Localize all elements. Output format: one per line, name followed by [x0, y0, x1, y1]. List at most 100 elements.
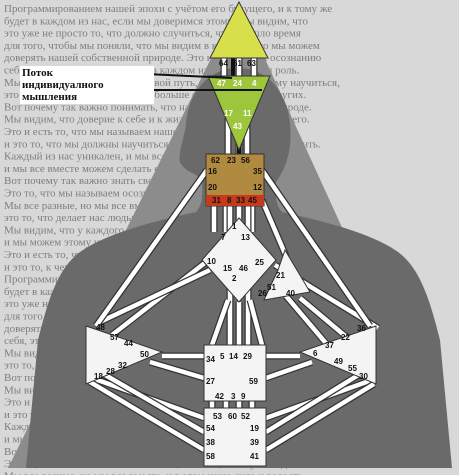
gate-label: 13 — [241, 233, 250, 242]
gate-label: 63 — [247, 59, 256, 68]
gate-label: 21 — [276, 271, 285, 280]
gate-label: 42 — [215, 392, 224, 401]
gate-label: 10 — [207, 257, 216, 266]
spleen-center — [85, 325, 164, 385]
gate-label: 22 — [341, 333, 350, 342]
heart-center — [263, 248, 311, 301]
gate-label: 14 — [229, 352, 238, 361]
gate-label: 38 — [206, 438, 215, 447]
gate-label: 5 — [220, 352, 225, 361]
channel — [98, 370, 206, 434]
gate-label: 34 — [206, 355, 215, 364]
channel — [110, 260, 208, 337]
gate-label: 47 — [217, 79, 226, 88]
channel — [264, 382, 376, 452]
gate-label: 64 — [219, 59, 228, 68]
gate-label: 24 — [233, 79, 242, 88]
gate-label: 31 — [212, 196, 221, 205]
gate-label: 19 — [250, 424, 259, 433]
g-center — [201, 217, 277, 303]
channel — [209, 299, 231, 346]
gate-label: 52 — [241, 412, 250, 421]
gate-label: 61 — [233, 59, 242, 68]
gate-label: 30 — [359, 372, 368, 381]
gate-label: 51 — [267, 283, 276, 292]
gate-label: 46 — [239, 264, 248, 273]
gate-label: 3 — [231, 392, 236, 401]
gate-label: 50 — [140, 350, 149, 359]
gate-label: 39 — [250, 438, 259, 447]
background-text-line: Программированием нашей эпохи с учётом е… — [4, 3, 332, 15]
gate-label: 57 — [110, 333, 119, 342]
callout-label: Поток индивидуалного мышления — [20, 66, 154, 104]
gate-label: 32 — [118, 361, 127, 370]
gate-label: 36 — [357, 324, 366, 333]
channel — [284, 294, 332, 350]
channel — [149, 359, 205, 381]
root-center — [203, 407, 267, 467]
gate-label: 35 — [253, 167, 262, 176]
background-text-line: Мы все разные, но мы все вместе, и в это… — [4, 470, 306, 475]
gate-label: 49 — [334, 357, 343, 366]
gate-label: 41 — [250, 452, 259, 461]
solar-plexus-center — [298, 325, 377, 385]
callout-pointer-line — [145, 73, 233, 79]
gate-label: 18 — [94, 372, 103, 381]
callout-line: Поток — [22, 67, 54, 79]
channel — [88, 380, 206, 452]
gate-label: 25 — [255, 258, 264, 267]
ajna-center — [207, 75, 271, 152]
gate-label: 6 — [313, 349, 318, 358]
channel — [247, 299, 265, 346]
gate-label: 26 — [258, 289, 267, 298]
gate-label: 28 — [106, 367, 115, 376]
gate-label: 8 — [227, 196, 232, 205]
gate-label: 15 — [223, 264, 232, 273]
gate-label: 53 — [213, 412, 222, 421]
gate-label: 33 — [236, 196, 245, 205]
gate-label: 20 — [208, 183, 217, 192]
gate-label: 9 — [241, 392, 246, 401]
gate-label: 4 — [252, 79, 257, 88]
gate-label: 11 — [243, 109, 252, 118]
background-text-line: будет в каждом из нас, если мы доверимся… — [4, 15, 308, 27]
gate-label: 59 — [249, 377, 258, 386]
callout-line: индивидуалного — [22, 79, 104, 91]
gate-label: 45 — [248, 196, 257, 205]
gate-label: 37 — [325, 341, 334, 350]
channel — [260, 168, 372, 328]
gate-label: 48 — [96, 323, 105, 332]
gate-label: 23 — [227, 156, 236, 165]
gate-label: 2 — [232, 274, 237, 283]
background-text-line: для того, чтобы мы поняли, что мы видим … — [4, 40, 320, 52]
channel — [99, 267, 211, 325]
gate-label: 40 — [286, 289, 295, 298]
gate-label: 56 — [241, 156, 250, 165]
sacral-center — [203, 344, 267, 402]
gate-label: 27 — [206, 377, 215, 386]
gate-label: 29 — [243, 352, 252, 361]
gate-label: 1 — [232, 222, 237, 231]
head-center — [209, 0, 269, 59]
gate-label: 55 — [348, 364, 357, 373]
callout-line: мышления — [22, 91, 78, 103]
gate-label: 16 — [208, 167, 217, 176]
gate-label: 62 — [211, 156, 220, 165]
gate-label: 44 — [124, 339, 133, 348]
channel — [265, 359, 313, 381]
channel — [94, 168, 209, 328]
channel — [259, 199, 289, 257]
gate-label: 54 — [206, 424, 215, 433]
channel — [264, 372, 362, 434]
background-text-line: доверять нашей собственной природе. Это … — [4, 52, 321, 64]
gate-label: 12 — [253, 183, 262, 192]
throat-gate-row — [206, 195, 264, 206]
gate-label: 7 — [221, 233, 226, 242]
gate-label: 60 — [228, 412, 237, 421]
gate-label: 58 — [206, 452, 215, 461]
gate-label: 43 — [233, 122, 242, 131]
channel — [298, 296, 352, 342]
gate-label: 17 — [224, 109, 233, 118]
